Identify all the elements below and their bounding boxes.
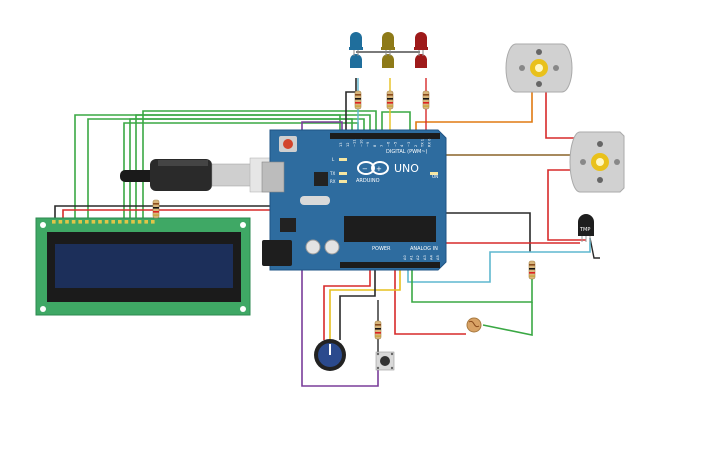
lcd-pin[interactable] xyxy=(151,220,155,224)
analog-label: ANALOG IN xyxy=(410,246,438,252)
digital-pin-label: RX 0 xyxy=(427,138,431,147)
digital-pin-label: 13 xyxy=(339,142,343,147)
regulator xyxy=(280,218,296,232)
lcd-pin[interactable] xyxy=(91,220,96,224)
resistor-icon[interactable] xyxy=(528,260,536,280)
digital-pin-label: 8 xyxy=(373,144,377,147)
lcd-pin[interactable] xyxy=(85,220,89,224)
lcd-vcc-wire[interactable] xyxy=(62,209,300,220)
digital-pin-label: 12 xyxy=(346,142,350,147)
lcd-pin[interactable] xyxy=(131,220,135,224)
resistor-icon[interactable] xyxy=(354,90,362,110)
svg-text:+: + xyxy=(376,165,382,173)
arduino-uno-board[interactable]: − + UNO ARDUINO DIGITAL (PWM~) ANALOG IN… xyxy=(261,129,447,271)
sensor-signal-wire[interactable] xyxy=(407,238,591,283)
motor-orange-wire[interactable] xyxy=(415,92,533,134)
digital-pin-label: 4 xyxy=(400,144,404,147)
motor-red-wire-2[interactable] xyxy=(547,169,586,241)
l-label: L xyxy=(332,157,335,162)
lcd-pins[interactable] xyxy=(52,220,155,224)
led-blue[interactable] xyxy=(349,32,363,68)
board-name: UNO xyxy=(394,162,419,175)
analog-pin-label: A5 xyxy=(436,255,440,260)
photoresistor-icon[interactable] xyxy=(466,317,482,333)
rx-label: RX xyxy=(330,179,336,184)
lcd-pin[interactable] xyxy=(65,220,69,224)
pot-red-wire[interactable] xyxy=(323,266,371,340)
capacitor-2 xyxy=(324,239,340,255)
temperature-sensor-icon[interactable]: TMP xyxy=(578,214,594,242)
potentiometer-icon[interactable] xyxy=(314,339,346,371)
analog-pin-label: A3 xyxy=(423,255,427,260)
lcd-pin[interactable] xyxy=(78,220,82,224)
digital-pin-label: 2 xyxy=(414,145,418,147)
digital-pin-label: ~6 xyxy=(387,141,391,147)
lcd-pin[interactable] xyxy=(144,220,148,224)
lcd-pin[interactable] xyxy=(58,220,63,224)
analog-pin-label: A4 xyxy=(429,255,433,260)
resistor-icon[interactable] xyxy=(374,320,382,340)
usb-cable-icon[interactable] xyxy=(120,157,277,193)
usb-port xyxy=(261,161,285,193)
digital-pin-label: ~9 xyxy=(366,141,370,147)
dc-motor-bottom[interactable] xyxy=(569,131,625,193)
digital-pin-label: ~3 xyxy=(407,142,411,147)
lcd-16x2[interactable] xyxy=(35,217,251,316)
dc-motor-top[interactable] xyxy=(505,43,573,93)
lcd-pin[interactable] xyxy=(71,220,76,224)
led-olive[interactable] xyxy=(381,32,395,68)
led-gnd-wire[interactable] xyxy=(345,78,357,134)
on-label: ON xyxy=(432,174,438,179)
board-brand: ARDUINO xyxy=(356,178,380,184)
pushbutton-icon[interactable] xyxy=(375,351,395,371)
microcontroller-chip xyxy=(344,216,436,242)
lcd-pin[interactable] xyxy=(137,220,142,224)
lcd-pin[interactable] xyxy=(104,220,109,224)
power-analog-header[interactable] xyxy=(340,262,440,268)
analog-pin-label: A1 xyxy=(410,255,414,260)
led-red[interactable] xyxy=(414,32,428,68)
ldr-red-wire[interactable] xyxy=(394,266,466,335)
analog-pin-label: A0 xyxy=(403,255,407,260)
lcd-pin[interactable] xyxy=(98,220,102,224)
arduino-logo-icon: − + xyxy=(357,161,389,175)
lcd-pin[interactable] xyxy=(111,220,115,224)
ldr-green-wire[interactable] xyxy=(411,266,533,303)
digital-label: DIGITAL (PWM~) xyxy=(386,149,428,155)
resistor-icon[interactable] xyxy=(152,199,160,219)
sensor-gnd-wire-2[interactable] xyxy=(589,237,600,259)
digital-pin-label: TX 1 xyxy=(421,139,425,148)
digital-pin-label: ~5 xyxy=(393,142,397,147)
power-label: POWER xyxy=(372,246,391,252)
lcd-pin[interactable] xyxy=(52,220,56,224)
svg-text:−: − xyxy=(362,165,368,173)
power-jack xyxy=(262,240,292,266)
pot-yellow-wire[interactable] xyxy=(329,266,401,340)
resistor-icon[interactable] xyxy=(386,90,394,110)
digital-pin-label: 7 xyxy=(380,145,384,147)
ldr-green-wire-2[interactable] xyxy=(482,302,533,336)
resistor-icon[interactable] xyxy=(422,90,430,110)
digital-header[interactable] xyxy=(330,133,440,139)
motor-red-wire[interactable] xyxy=(545,92,575,139)
analog-pin-label: A2 xyxy=(416,255,420,260)
usb-chip xyxy=(314,172,328,186)
lcd-pin[interactable] xyxy=(118,220,122,224)
lcd-pin[interactable] xyxy=(124,220,129,224)
crystal xyxy=(300,196,330,205)
digital-pin-label: ~10 xyxy=(359,139,363,147)
sensor-label: TMP xyxy=(579,227,590,233)
lcd-screen xyxy=(55,244,233,288)
tx-label: TX xyxy=(329,171,335,176)
pot-black-wire[interactable] xyxy=(339,266,376,340)
capacitor-1 xyxy=(305,239,321,255)
digital-pin-label: ~11 xyxy=(353,139,357,147)
